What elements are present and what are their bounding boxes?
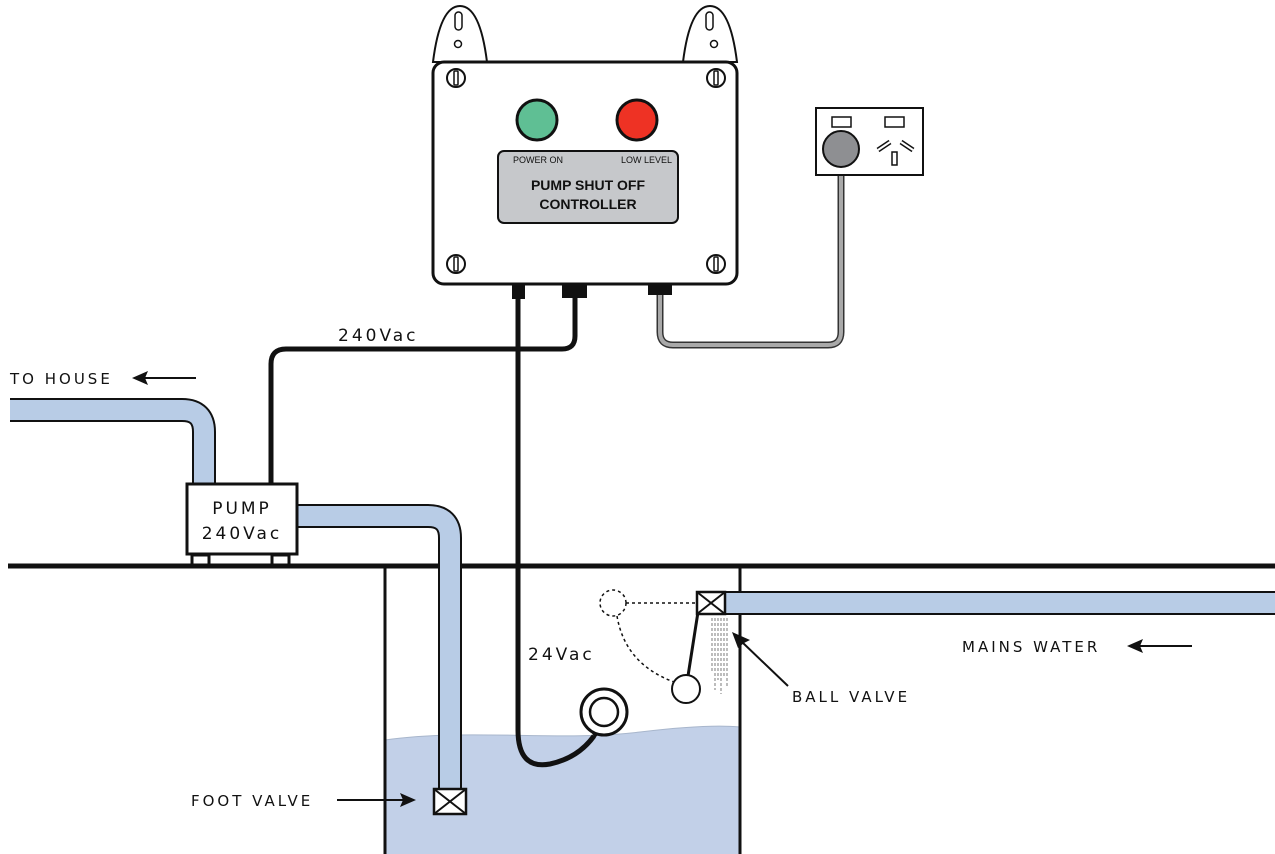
low-level-led [615, 98, 659, 142]
tank-water [385, 726, 740, 854]
screw-icon [446, 254, 466, 274]
arrow-left-icon [132, 371, 196, 385]
pump: PUMP 240Vac [185, 482, 299, 567]
supply-voltage-label: 240Vac [338, 326, 419, 346]
pump-label-1: PUMP [212, 499, 272, 519]
mount-tab-right [681, 4, 739, 63]
gland-pump [562, 284, 587, 298]
controller-label-plate [497, 150, 679, 224]
screw-icon [706, 68, 726, 88]
mains-water-label: MAINS WATER [962, 638, 1100, 656]
controller-box: POWER ON LOW LEVEL PUMP SHUT OFF CONTROL… [431, 4, 739, 299]
controller-title-1: PUMP SHUT OFF [531, 177, 646, 193]
sensor-voltage-label: 24Vac [528, 645, 595, 665]
socket-pins-icon [876, 139, 915, 166]
gland-sensor [512, 284, 525, 299]
controller-title-2: CONTROLLER [539, 196, 636, 212]
foot-valve-label: FOOT VALVE [191, 792, 313, 810]
to-house-label: TO HOUSE [9, 370, 113, 388]
low-level-label: LOW LEVEL [621, 155, 672, 165]
ball-valve [695, 590, 727, 616]
power-cable-240v [268, 296, 578, 484]
outlet-plug [822, 130, 860, 168]
power-on-led [515, 98, 559, 142]
float-switch [579, 687, 629, 738]
pump-label-2: 240Vac [202, 524, 283, 544]
mount-tab-left [431, 4, 489, 63]
gland-supply [648, 284, 672, 295]
power-outlet [815, 107, 924, 176]
arrow-right-icon [337, 793, 416, 807]
ball-valve-label: BALL VALVE [792, 688, 910, 706]
arrow-up-left-icon [732, 632, 789, 687]
water-spray-icon [711, 618, 728, 694]
arrow-left-icon [1127, 639, 1192, 653]
screw-icon [706, 254, 726, 274]
power-on-label: POWER ON [513, 155, 563, 165]
sensor-cable-24v [515, 296, 597, 768]
screw-icon [446, 68, 466, 88]
foot-valve [432, 787, 468, 816]
ball-valve-float [599, 589, 701, 704]
house-pipe [10, 398, 216, 484]
